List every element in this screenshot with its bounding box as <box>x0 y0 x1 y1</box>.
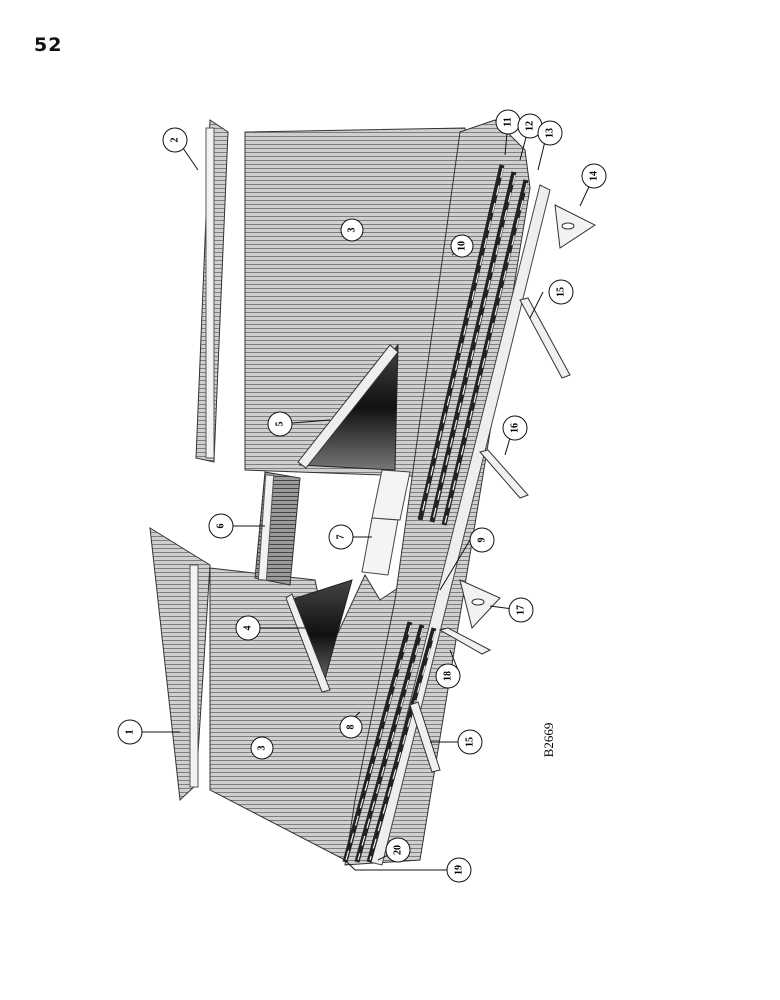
svg-text:11: 11 <box>503 117 514 126</box>
svg-text:17: 17 <box>516 605 527 615</box>
svg-text:10: 10 <box>457 241 468 251</box>
callout-3-upper: 3 <box>340 218 364 242</box>
svg-text:7: 7 <box>336 535 347 540</box>
callout-15-upper: 15 <box>548 279 574 305</box>
svg-text:1: 1 <box>125 730 136 735</box>
callout-18: 18 <box>435 663 461 689</box>
callout-3-lower: 3 <box>250 736 274 760</box>
svg-text:12: 12 <box>525 121 536 131</box>
support-leg-15-upper <box>519 297 571 379</box>
svg-text:13: 13 <box>545 128 556 138</box>
support-leg-15-lower <box>409 701 441 773</box>
support-leg-18 <box>438 627 492 655</box>
callout-6: 6 <box>208 513 234 539</box>
side-sheet-left <box>149 527 211 802</box>
side-sheet-right <box>195 119 229 463</box>
callout-13: 13 <box>537 120 563 146</box>
plate-part-7 <box>361 469 411 576</box>
callout-14: 14 <box>581 163 607 189</box>
svg-text:2: 2 <box>170 138 181 143</box>
callout-19: 19 <box>446 857 472 883</box>
svg-text:5: 5 <box>275 422 286 427</box>
callout-5: 5 <box>267 411 293 437</box>
callout-10: 10 <box>450 234 474 258</box>
bracket-part-6 <box>254 471 301 586</box>
svg-text:4: 4 <box>243 626 254 631</box>
svg-text:19: 19 <box>454 865 465 875</box>
svg-text:8: 8 <box>346 725 357 730</box>
svg-text:14: 14 <box>589 171 600 181</box>
callout-2: 2 <box>162 127 188 153</box>
svg-text:16: 16 <box>510 423 521 433</box>
figure-code: B2669 <box>541 723 556 758</box>
callout-7: 7 <box>328 524 354 550</box>
svg-text:15: 15 <box>556 287 567 297</box>
triangular-brace-lower <box>285 579 353 693</box>
callout-9: 9 <box>469 527 495 553</box>
triangular-brace-upper <box>297 343 399 471</box>
svg-text:9: 9 <box>477 538 488 543</box>
callout-8: 8 <box>339 715 363 739</box>
callouts: 1 2 3 3 4 5 6 7 8 9 10 11 12 13 14 15 15… <box>117 109 607 883</box>
svg-text:20: 20 <box>393 845 404 855</box>
callout-17: 17 <box>508 597 534 623</box>
callout-15-lower: 15 <box>457 729 483 755</box>
page-number: 52 <box>34 34 63 56</box>
svg-text:3: 3 <box>347 228 358 233</box>
callout-1: 1 <box>117 719 143 745</box>
svg-text:6: 6 <box>216 524 227 529</box>
support-leg-16 <box>479 449 529 499</box>
slat-rows-lower <box>342 621 437 863</box>
slat-rows-upper <box>417 164 529 526</box>
callout-16: 16 <box>502 415 528 441</box>
svg-text:18: 18 <box>443 671 454 681</box>
callout-20: 20 <box>385 837 411 863</box>
corner-bracket-14 <box>554 204 597 249</box>
callout-4: 4 <box>235 615 261 641</box>
svg-text:15: 15 <box>465 737 476 747</box>
corner-bracket-17 <box>459 579 501 630</box>
callout-11: 11 <box>495 109 521 135</box>
svg-text:3: 3 <box>257 746 268 751</box>
